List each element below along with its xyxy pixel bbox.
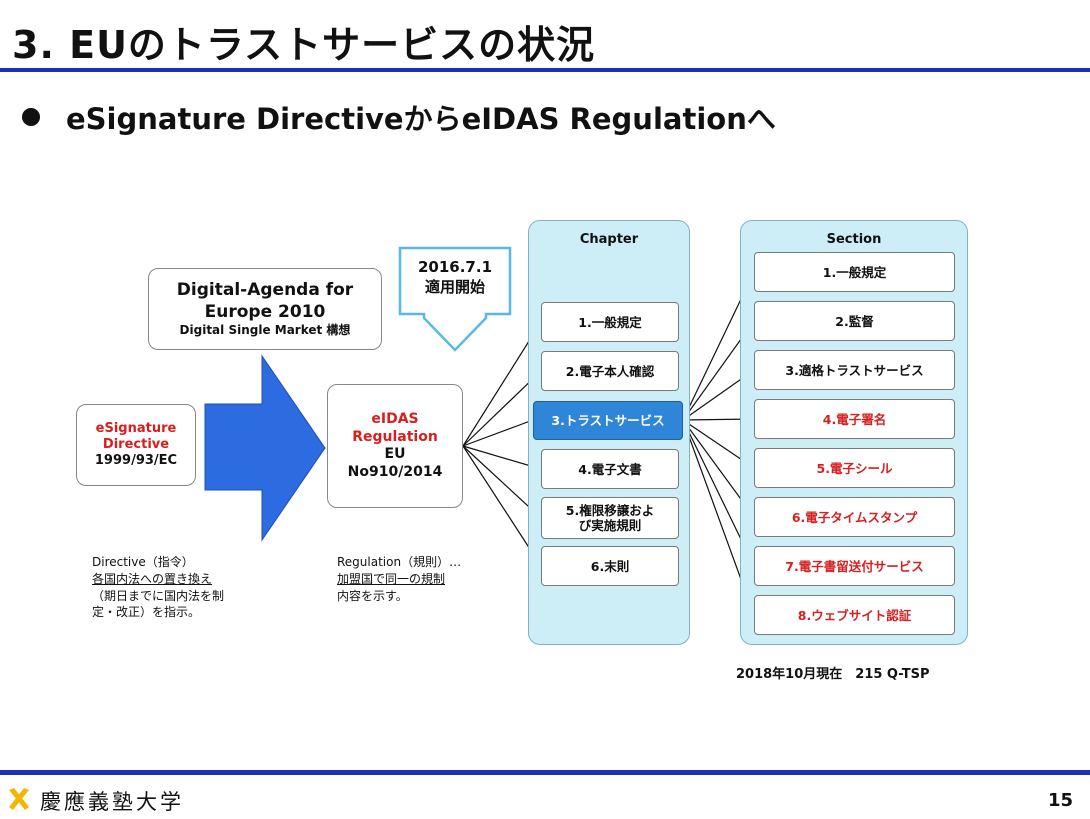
section-item-8: 8.ウェブサイト認証 bbox=[754, 595, 955, 635]
page-number: 15 bbox=[1048, 790, 1074, 811]
date-line2: 適用開始 bbox=[424, 277, 485, 296]
regulation-note-line2: 加盟国で同一の規制 bbox=[337, 571, 446, 586]
eidas-line1: eIDAS bbox=[371, 411, 419, 427]
big-arrow-shape bbox=[204, 354, 326, 542]
section-item-4: 4.電子署名 bbox=[754, 399, 955, 439]
university-name: 慶應義塾大学 bbox=[40, 790, 184, 814]
date-callout-text: 2016.7.1 適用開始 bbox=[400, 258, 510, 297]
eidas-line4: No910/2014 bbox=[347, 463, 443, 480]
esig-line1: eSignature bbox=[95, 420, 177, 436]
directive-note-line3: （期日までに国内法を制 bbox=[92, 588, 225, 603]
directive-note-line2: 各国内法への置き換え bbox=[92, 571, 213, 586]
esig-line3: 1999/93/EC bbox=[94, 453, 178, 469]
chapter-item-1: 1.一般規定 bbox=[541, 302, 679, 342]
keio-pen-cross-icon bbox=[9, 788, 29, 810]
agenda-line2: Europe 2010 bbox=[204, 301, 326, 322]
slide-title: 3. EUのトラストサービスの状況 bbox=[12, 23, 596, 67]
esig-line2: Directive bbox=[102, 436, 170, 452]
directive-note-line4: 定・改正）を指示。 bbox=[92, 605, 201, 620]
directive-note-line1: Directive（指令） bbox=[92, 555, 194, 569]
chapter-item-3-highlighted: 3.トラストサービス bbox=[533, 401, 683, 440]
eidas-regulation-box: eIDAS Regulation EU No910/2014 bbox=[327, 384, 463, 508]
section-item-2: 2.監督 bbox=[754, 301, 955, 341]
chapter-item-5-line1: 5.権限移譲およ bbox=[565, 503, 655, 518]
chapter-heading: Chapter bbox=[579, 232, 639, 247]
digital-agenda-box: Digital-Agenda for Europe 2010 Digital S… bbox=[148, 268, 382, 350]
section-item-7: 7.電子書留送付サービス bbox=[754, 546, 955, 586]
regulation-note: Regulation（規則）… 加盟国で同一の規制 内容を示す。 bbox=[337, 554, 461, 604]
footer-divider bbox=[0, 770, 1090, 775]
header-divider bbox=[0, 68, 1090, 72]
chapter-item-5-line2: び実施規則 bbox=[578, 518, 642, 533]
regulation-note-line1: Regulation（規則）… bbox=[337, 555, 462, 569]
agenda-line3: Digital Single Market 構想 bbox=[179, 322, 351, 337]
section-item-5: 5.電子シール bbox=[754, 448, 955, 488]
section-item-6: 6.電子タイムスタンプ bbox=[754, 497, 955, 537]
section-heading: Section bbox=[826, 232, 882, 247]
slide-subtitle: eSignature DirectiveからeIDAS Regulationへ bbox=[66, 102, 776, 136]
date-line1: 2016.7.1 bbox=[417, 258, 493, 276]
section-item-1: 1.一般規定 bbox=[754, 252, 955, 292]
regulation-note-line3: 内容を示す。 bbox=[337, 588, 408, 603]
status-note: 2018年10月現在 215 Q-TSP bbox=[736, 667, 930, 682]
directive-note: Directive（指令） 各国内法への置き換え （期日までに国内法を制 定・改… bbox=[92, 554, 224, 621]
esignature-directive-box: eSignature Directive 1999/93/EC bbox=[76, 404, 196, 486]
eidas-line2: Regulation bbox=[352, 428, 438, 445]
chapter-item-2: 2.電子本人確認 bbox=[541, 351, 679, 391]
bullet-dot-icon bbox=[22, 108, 40, 126]
section-item-3: 3.適格トラストサービス bbox=[754, 350, 955, 390]
date-callout-arrow bbox=[398, 246, 512, 352]
chapter-item-6: 6.末則 bbox=[541, 546, 679, 586]
chapter-item-5: 5.権限移譲およ び実施規則 bbox=[541, 497, 679, 539]
eidas-line3: EU bbox=[384, 446, 406, 462]
chapter-item-4: 4.電子文書 bbox=[541, 449, 679, 489]
agenda-line1: Digital-Agenda for bbox=[176, 280, 354, 301]
